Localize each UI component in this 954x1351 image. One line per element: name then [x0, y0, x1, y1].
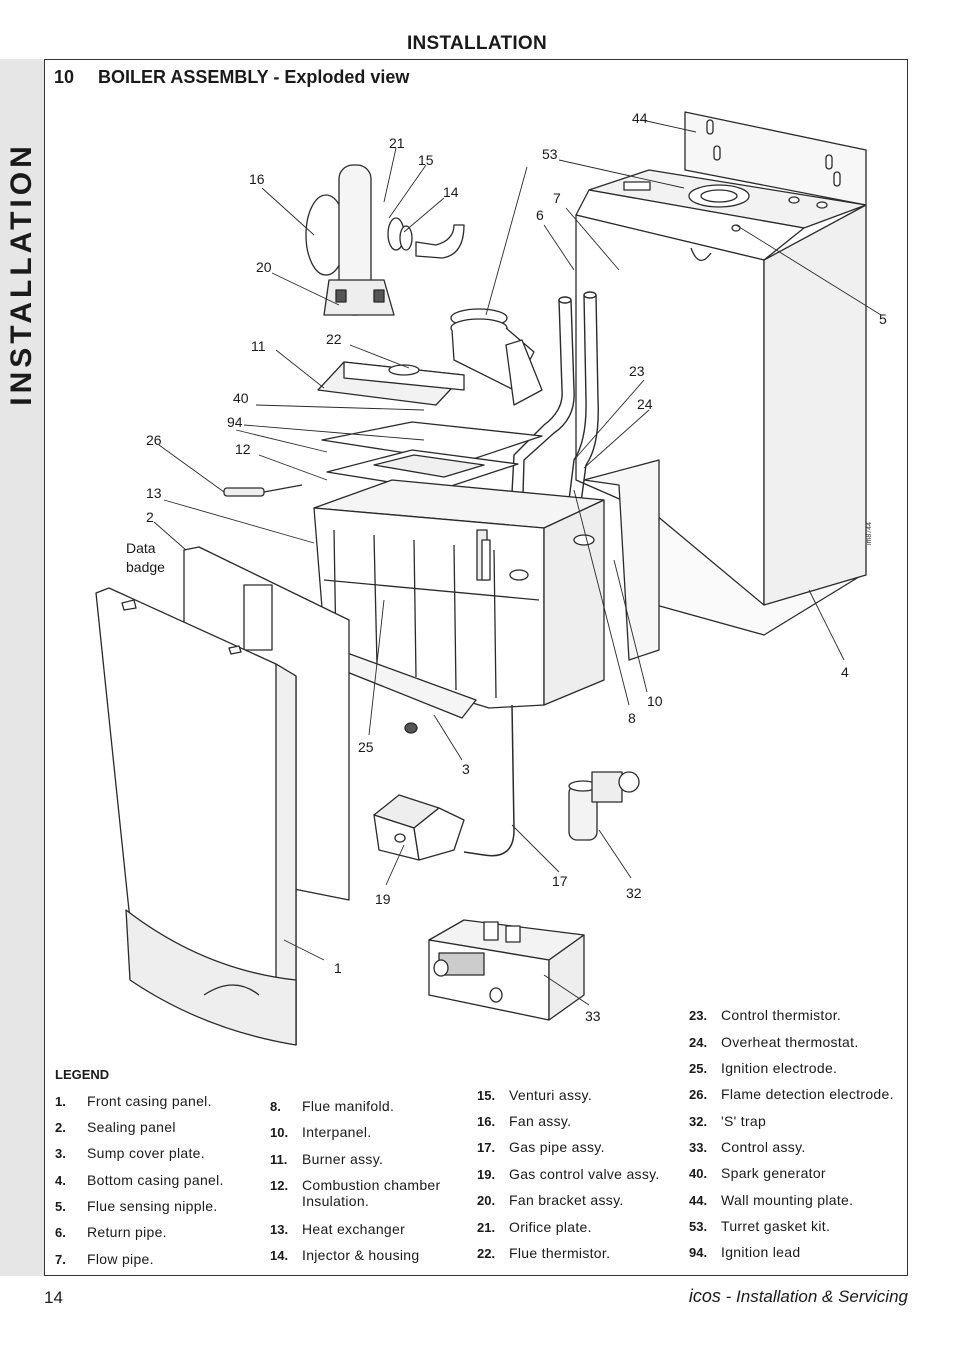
legend-item: 1.Front casing panel.	[55, 1093, 212, 1109]
callout-8: 8	[628, 710, 636, 726]
callout-numbers: 44 21 15 53 16 14 7 6 20 5 22 11 23 40 2…	[126, 110, 887, 1024]
callout-40: 40	[233, 390, 249, 406]
gas-pipe	[463, 704, 515, 857]
callout-94: 94	[227, 414, 243, 430]
data-badge-label-line2: badge	[126, 559, 165, 575]
content-frame	[44, 59, 908, 1276]
callout-1: 1	[334, 960, 342, 976]
combustion-chamber-insulation	[321, 421, 543, 491]
legend-item: 32.'S' trap	[689, 1113, 767, 1129]
callout-19: 19	[375, 891, 391, 907]
legend-item: 6.Return pipe.	[55, 1224, 167, 1240]
casing-box	[575, 169, 867, 606]
callout-20: 20	[256, 259, 272, 275]
callout-23: 23	[629, 363, 645, 379]
legend-title: LEGEND	[55, 1067, 110, 1082]
callout-33: 33	[585, 1008, 601, 1024]
callout-10: 10	[647, 693, 663, 709]
callout-22: 22	[326, 331, 342, 347]
interpanel	[583, 459, 660, 661]
exploded-view-diagram: 44 21 15 53 16 14 7 6 20 5 22 11 23 40 2…	[95, 110, 887, 1046]
callout-14: 14	[443, 184, 459, 200]
leader-lines	[153, 119, 882, 1006]
legend-item: 15.Venturi assy.	[477, 1087, 593, 1103]
legend-item: 17.Gas pipe assy.	[477, 1139, 605, 1155]
gas-control-valve	[373, 794, 465, 861]
callout-11: 11	[251, 338, 266, 354]
data-badge-label-line1: Data	[126, 540, 156, 556]
flue-manifold	[450, 308, 543, 406]
callout-5: 5	[879, 311, 887, 327]
footer-title-text: - Installation & Servicing	[720, 1287, 908, 1306]
side-tab-label: INSTALLATION	[5, 142, 38, 406]
legend-item: 44.Wall mounting plate.	[689, 1192, 854, 1208]
section-number: 10	[54, 67, 75, 87]
legend-item: 94.Ignition lead	[689, 1244, 801, 1260]
callout-17: 17	[552, 873, 568, 889]
legend-item: 14.Injector & housing	[270, 1247, 420, 1263]
legend-item: 20.Fan bracket assy.	[477, 1192, 624, 1208]
callout-26: 26	[146, 432, 162, 448]
callout-24: 24	[637, 396, 653, 412]
ignition-electrode	[476, 529, 491, 581]
callout-4: 4	[841, 664, 849, 680]
drawing-reference: im8744	[866, 522, 873, 545]
legend-item: 16.Fan assy.	[477, 1113, 572, 1129]
legend-item: 3.Sump cover plate.	[55, 1145, 205, 1161]
legend-item: 53.Turret gasket kit.	[689, 1218, 831, 1234]
page-header-title: INSTALLATION	[406, 33, 548, 54]
section-heading: 10 BOILER ASSEMBLY - Exploded view	[54, 67, 409, 88]
legend-item: 5.Flue sensing nipple.	[55, 1198, 218, 1214]
side-section-tab: INSTALLATION	[0, 59, 45, 1276]
legend-item: 33.Control assy.	[689, 1139, 806, 1155]
legend-item: 8.Flue manifold.	[270, 1098, 395, 1114]
control-assembly	[428, 919, 585, 1021]
callout-7: 7	[553, 190, 561, 206]
callout-13: 13	[146, 485, 162, 501]
legend-item: 13.Heat exchanger	[270, 1221, 406, 1237]
footer-brand: icos	[688, 1286, 721, 1306]
fan-assembly	[305, 164, 465, 316]
callout-15: 15	[418, 152, 434, 168]
legend-item: 10.Interpanel.	[270, 1124, 372, 1140]
legend-item: 21.Orifice plate.	[477, 1219, 592, 1235]
callout-25: 25	[358, 739, 374, 755]
front-casing-panel	[95, 587, 297, 1046]
callout-44: 44	[632, 110, 648, 126]
legend-item: 7.Flow pipe.	[55, 1251, 154, 1267]
legend-item: 26.Flame detection electrode.	[689, 1086, 894, 1102]
wall-mounting-plate	[684, 111, 867, 206]
legend-item: 24.Overheat thermostat.	[689, 1034, 859, 1050]
section-title: BOILER ASSEMBLY - Exploded view	[98, 67, 410, 87]
callout-21: 21	[389, 135, 405, 151]
callout-16: 16	[249, 171, 265, 187]
legend-item: 25.Ignition electrode.	[689, 1060, 838, 1076]
legend-item: 11.Burner assy.	[270, 1151, 384, 1167]
callout-53: 53	[542, 146, 558, 162]
callout-12: 12	[235, 441, 251, 457]
callout-32: 32	[626, 885, 642, 901]
callout-6: 6	[536, 207, 544, 223]
callout-3: 3	[462, 761, 470, 777]
s-trap	[568, 771, 640, 841]
callout-2: 2	[146, 509, 154, 525]
legend-item: 23.Control thermistor.	[689, 1007, 842, 1023]
legend-item: 2.Sealing panel	[55, 1119, 176, 1135]
page-number: 14	[44, 1288, 63, 1307]
legend-item: 19.Gas control valve assy.	[477, 1166, 660, 1182]
legend-item: 22.Flue thermistor.	[477, 1245, 611, 1261]
footer-document-title: icos - Installation & Servicing	[689, 1286, 908, 1307]
legend-item: 40.Spark generator	[689, 1165, 826, 1181]
burner-assembly	[317, 361, 465, 406]
legend-item: 4.Bottom casing panel.	[55, 1172, 224, 1188]
flame-detection-electrode	[223, 484, 303, 497]
